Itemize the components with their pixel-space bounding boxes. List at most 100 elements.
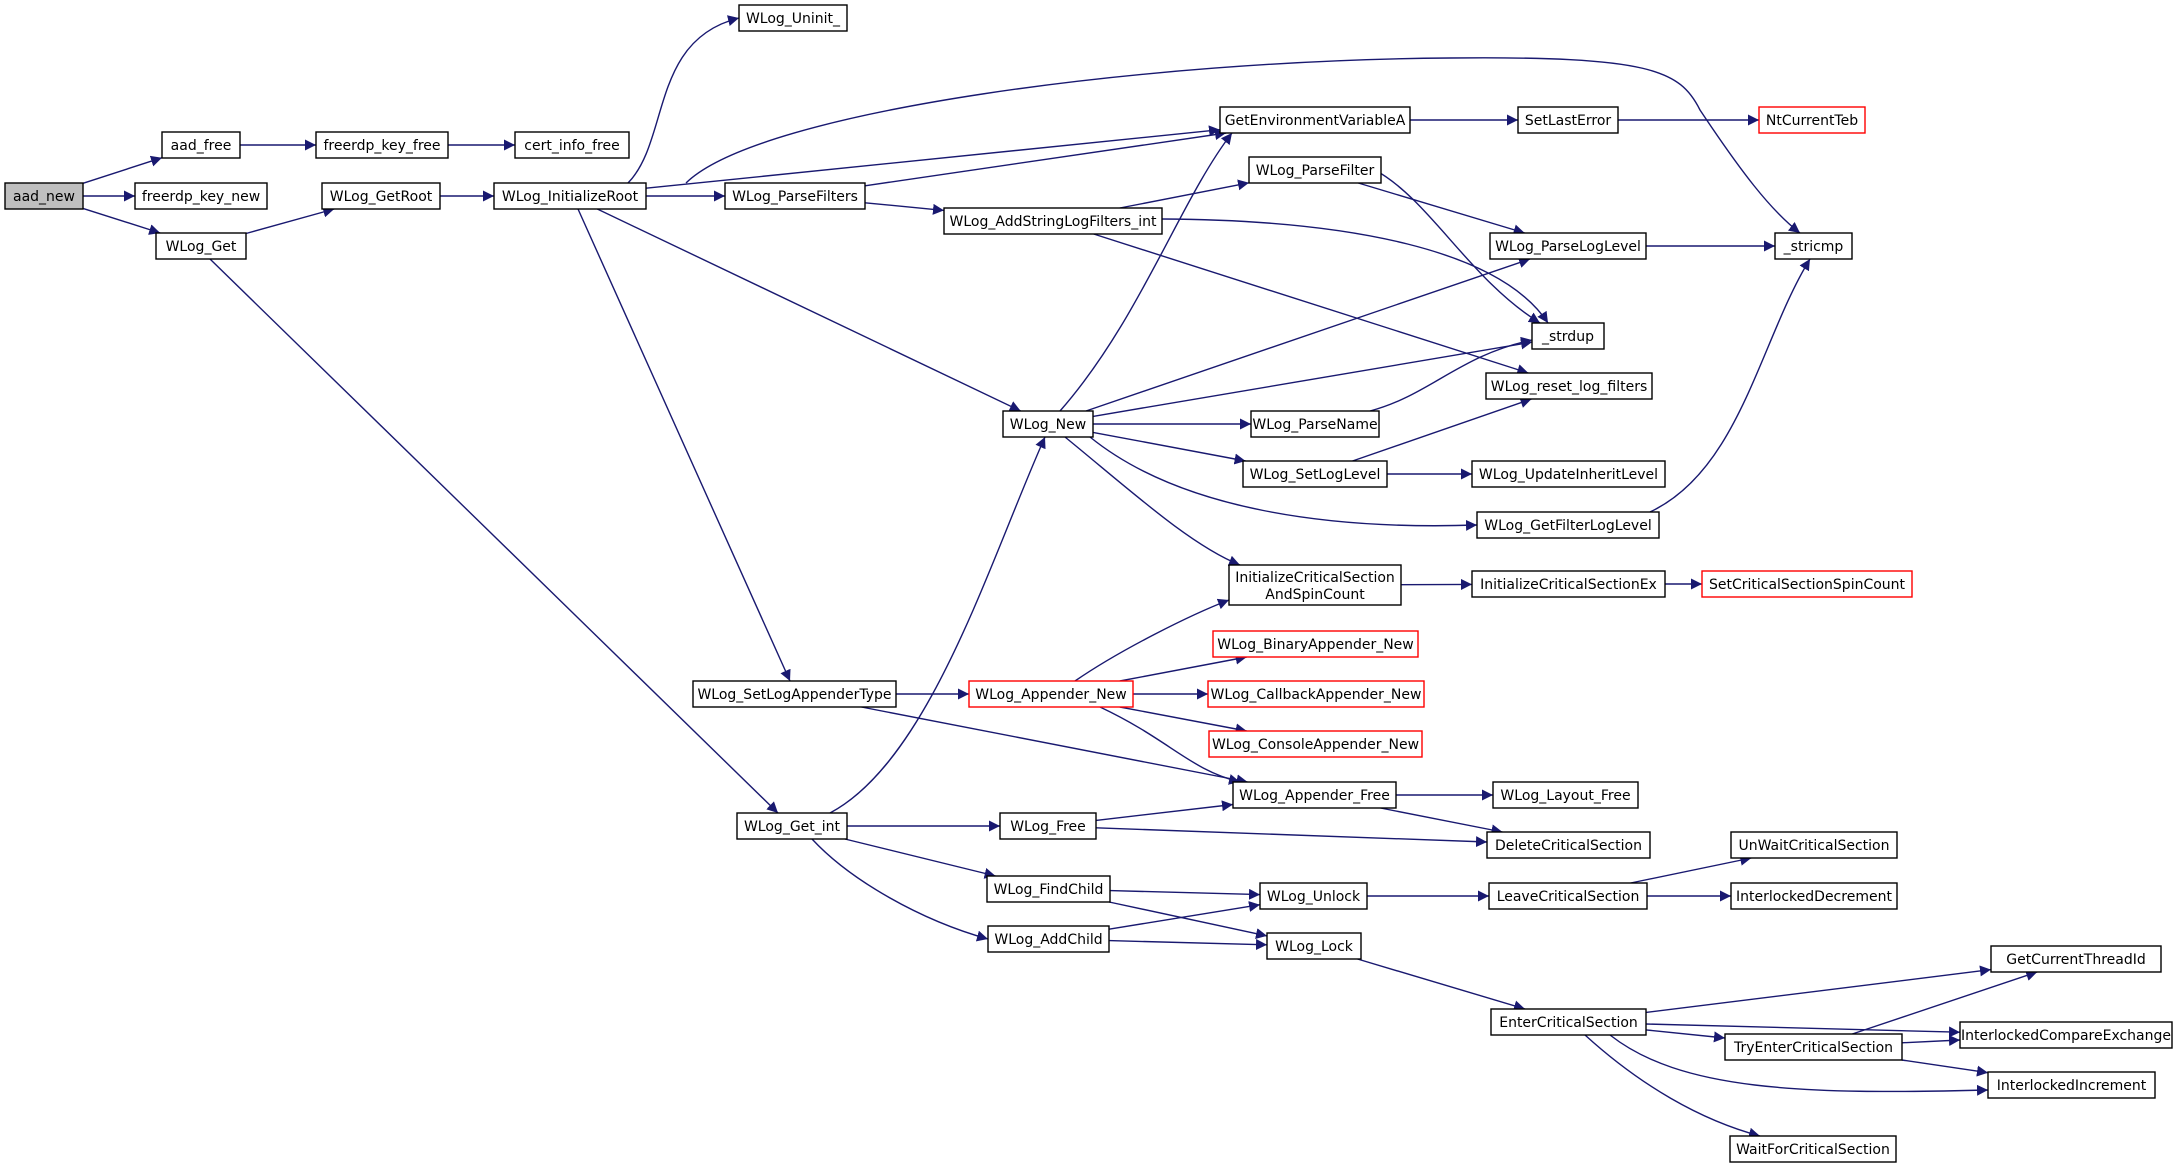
node-box[interactable] — [738, 4, 848, 32]
node-WLog_CallbackAppender_New[interactable]: WLog_CallbackAppender_New — [1207, 680, 1425, 708]
node-box[interactable] — [1701, 570, 1913, 598]
node-box[interactable] — [1490, 1008, 1647, 1036]
node-WaitForCriticalSection[interactable]: WaitForCriticalSection — [1729, 1135, 1897, 1163]
node-box[interactable] — [1002, 410, 1094, 438]
node-box[interactable] — [1208, 730, 1423, 758]
node-WLog_Unlock[interactable]: WLog_Unlock — [1259, 882, 1368, 910]
node-GetEnvironmentVariableA[interactable]: GetEnvironmentVariableA — [1219, 106, 1411, 134]
node-box[interactable] — [1485, 372, 1653, 400]
node-box[interactable] — [1517, 106, 1619, 134]
node-box[interactable] — [943, 207, 1163, 235]
node-WLog_AddChild[interactable]: WLog_AddChild — [987, 925, 1110, 953]
node-box[interactable] — [155, 232, 247, 260]
node-box[interactable] — [1242, 460, 1388, 488]
node-box[interactable] — [4, 182, 84, 210]
node-box[interactable] — [1730, 882, 1898, 910]
node-WLog_GetFilterLogLevel[interactable]: WLog_GetFilterLogLevel — [1476, 511, 1660, 539]
node-WLog_FindChild[interactable]: WLog_FindChild — [986, 875, 1111, 903]
node-box[interactable] — [1531, 322, 1605, 350]
node-NtCurrentTeb[interactable]: NtCurrentTeb — [1758, 106, 1866, 134]
node-UnWaitCriticalSection[interactable]: UnWaitCriticalSection — [1730, 831, 1898, 859]
node-box[interactable] — [1959, 1021, 2173, 1049]
node-box[interactable] — [1724, 1033, 1903, 1061]
node-box[interactable] — [736, 812, 848, 840]
node-box[interactable] — [1248, 156, 1382, 184]
node-box[interactable] — [1488, 882, 1648, 910]
node-box[interactable] — [493, 182, 647, 210]
node-box[interactable] — [1250, 410, 1380, 438]
node-box[interactable] — [514, 131, 630, 159]
node-box[interactable] — [321, 182, 441, 210]
node-box[interactable] — [1259, 882, 1368, 910]
node-aad_new[interactable]: aad_new — [4, 182, 84, 210]
node-box[interactable] — [1489, 232, 1647, 260]
node-InitializeCriticalSectionEx[interactable]: InitializeCriticalSectionEx — [1471, 570, 1666, 598]
node-box[interactable] — [1774, 232, 1853, 260]
node-box[interactable] — [1990, 945, 2162, 973]
node-box[interactable] — [1219, 106, 1411, 134]
node-WLog_BinaryAppender_New[interactable]: WLog_BinaryAppender_New — [1212, 630, 1419, 658]
node-InterlockedCompareExchange[interactable]: InterlockedCompareExchange — [1959, 1021, 2173, 1049]
node-box[interactable] — [999, 812, 1097, 840]
node-WLog_New[interactable]: WLog_New — [1002, 410, 1094, 438]
node-box[interactable] — [1486, 831, 1651, 859]
node-_strdup[interactable]: _strdup — [1531, 322, 1605, 350]
node-WLog_Layout_Free[interactable]: WLog_Layout_Free — [1492, 781, 1639, 809]
node-WLog_Free[interactable]: WLog_Free — [999, 812, 1097, 840]
node-_stricmp[interactable]: _stricmp — [1774, 232, 1853, 260]
node-box[interactable] — [987, 925, 1110, 953]
node-WLog_Appender_Free[interactable]: WLog_Appender_Free — [1232, 781, 1397, 809]
node-box[interactable] — [1266, 932, 1362, 960]
node-WLog_ConsoleAppender_New[interactable]: WLog_ConsoleAppender_New — [1208, 730, 1423, 758]
node-box[interactable] — [1476, 511, 1660, 539]
node-box[interactable] — [1212, 630, 1419, 658]
node-box[interactable] — [1730, 831, 1898, 859]
node-WLog_AddStringLogFilters_int[interactable]: WLog_AddStringLogFilters_int — [943, 207, 1163, 235]
node-WLog_Appender_New[interactable]: WLog_Appender_New — [968, 680, 1134, 708]
node-WLog_UpdateInheritLevel[interactable]: WLog_UpdateInheritLevel — [1471, 460, 1666, 488]
node-box[interactable] — [161, 131, 241, 159]
node-SetLastError[interactable]: SetLastError — [1517, 106, 1619, 134]
node-aad_free[interactable]: aad_free — [161, 131, 241, 159]
node-box[interactable] — [724, 182, 866, 210]
node-WLog_Lock[interactable]: WLog_Lock — [1266, 932, 1362, 960]
node-box[interactable] — [692, 680, 897, 708]
node-WLog_Get[interactable]: WLog_Get — [155, 232, 247, 260]
node-freerdp_key_new[interactable]: freerdp_key_new — [134, 182, 268, 210]
node-box[interactable] — [1228, 564, 1402, 606]
node-box[interactable] — [1729, 1135, 1897, 1163]
node-WLog_ParseName[interactable]: WLog_ParseName — [1250, 410, 1380, 438]
node-WLog_InitializeRoot[interactable]: WLog_InitializeRoot — [493, 182, 647, 210]
node-WLog_SetLogLevel[interactable]: WLog_SetLogLevel — [1242, 460, 1388, 488]
node-EnterCriticalSection[interactable]: EnterCriticalSection — [1490, 1008, 1647, 1036]
node-WLog_Get_int[interactable]: WLog_Get_int — [736, 812, 848, 840]
node-box[interactable] — [986, 875, 1111, 903]
node-TryEnterCriticalSection[interactable]: TryEnterCriticalSection — [1724, 1033, 1903, 1061]
node-box[interactable] — [1471, 570, 1666, 598]
node-box[interactable] — [1758, 106, 1866, 134]
node-box[interactable] — [1471, 460, 1666, 488]
node-WLog_ParseFilter[interactable]: WLog_ParseFilter — [1248, 156, 1382, 184]
node-freerdp_key_free[interactable]: freerdp_key_free — [315, 131, 449, 159]
node-box[interactable] — [315, 131, 449, 159]
node-DeleteCriticalSection[interactable]: DeleteCriticalSection — [1486, 831, 1651, 859]
node-InterlockedIncrement[interactable]: InterlockedIncrement — [1987, 1071, 2156, 1099]
node-box[interactable] — [1232, 781, 1397, 809]
node-box[interactable] — [1987, 1071, 2156, 1099]
node-WLog_ParseLogLevel[interactable]: WLog_ParseLogLevel — [1489, 232, 1647, 260]
node-box[interactable] — [1207, 680, 1425, 708]
node-cert_info_free[interactable]: cert_info_free — [514, 131, 630, 159]
node-GetCurrentThreadId[interactable]: GetCurrentThreadId — [1990, 945, 2162, 973]
node-InterlockedDecrement[interactable]: InterlockedDecrement — [1730, 882, 1898, 910]
node-SetCriticalSectionSpinCount[interactable]: SetCriticalSectionSpinCount — [1701, 570, 1913, 598]
node-WLog_reset_log_filters[interactable]: WLog_reset_log_filters — [1485, 372, 1653, 400]
node-LeaveCriticalSection[interactable]: LeaveCriticalSection — [1488, 882, 1648, 910]
node-WLog_SetLogAppenderType[interactable]: WLog_SetLogAppenderType — [692, 680, 897, 708]
node-box[interactable] — [968, 680, 1134, 708]
node-box[interactable] — [134, 182, 268, 210]
node-WLog_ParseFilters[interactable]: WLog_ParseFilters — [724, 182, 866, 210]
node-box[interactable] — [1492, 781, 1639, 809]
node-WLog_GetRoot[interactable]: WLog_GetRoot — [321, 182, 441, 210]
node-WLog_Uninit_[interactable]: WLog_Uninit_ — [738, 4, 848, 32]
